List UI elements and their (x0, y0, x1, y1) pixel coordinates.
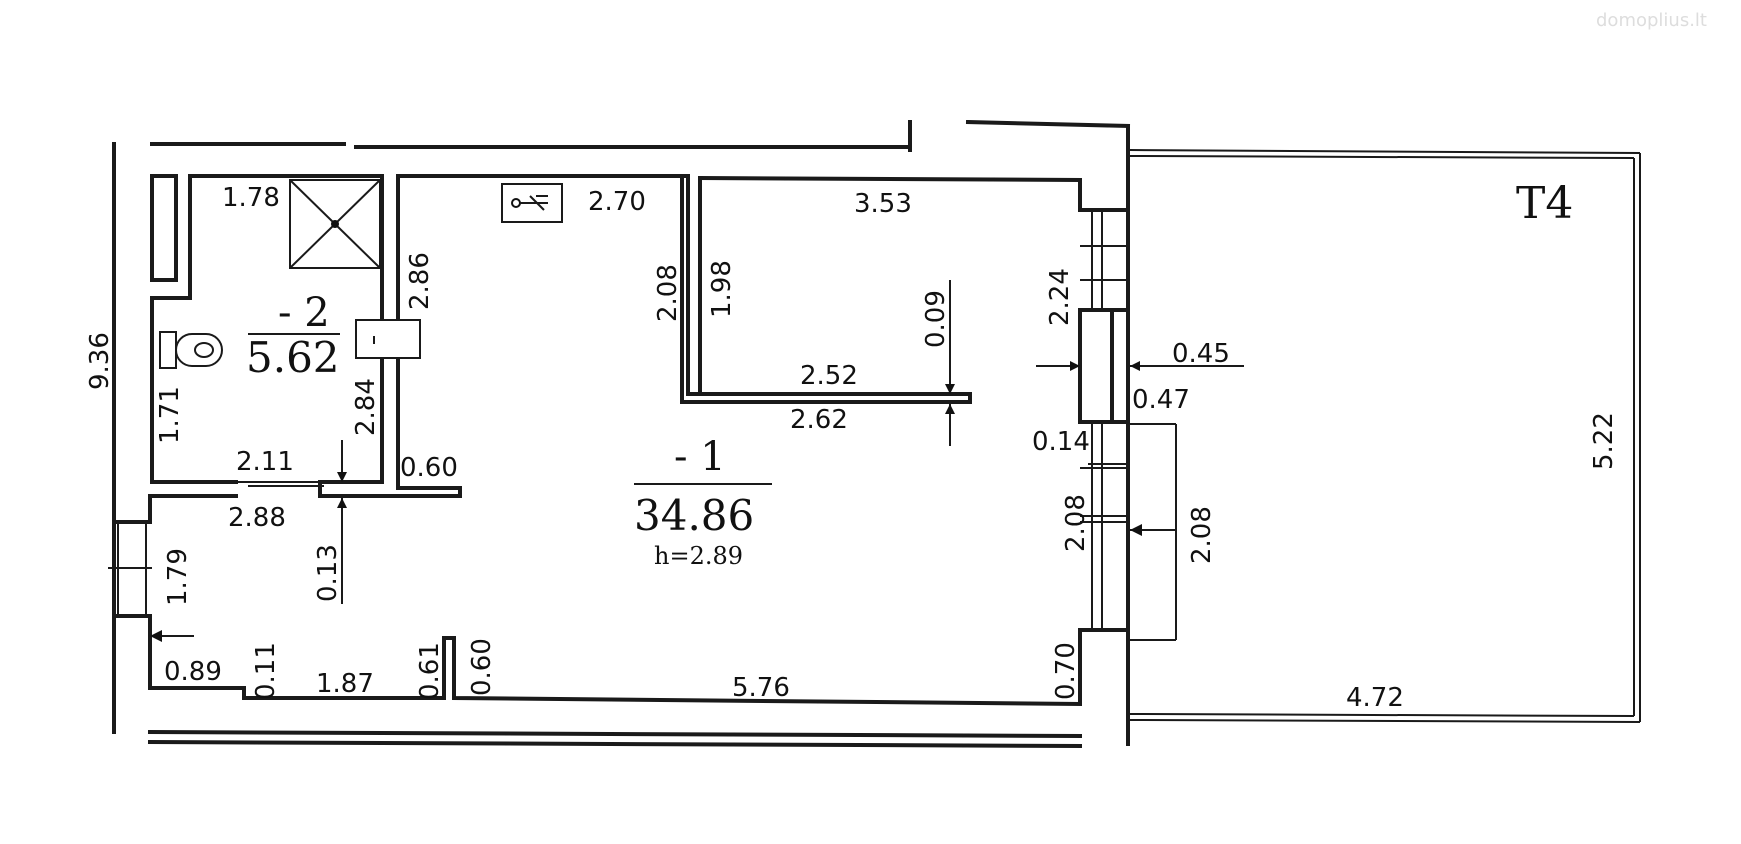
terrace-outline (1129, 149, 1641, 723)
dim-0-13: 0.13 (313, 544, 343, 602)
dim-5-22: 5.22 (1589, 412, 1619, 470)
shower-tray (289, 179, 381, 269)
room-1-number: - 1 (674, 434, 726, 480)
window-glazing (117, 212, 1128, 628)
watermark: domoplius.lt (1596, 10, 1707, 31)
outer-walls (112, 119, 1131, 749)
room-2-area: 5.62 (246, 333, 340, 382)
bathroom-walls (150, 174, 384, 484)
dim-0-60-bottom: 0.60 (467, 638, 497, 696)
room1-walls (112, 174, 1130, 707)
dim-0-45: 0.45 (1172, 339, 1230, 369)
dim-2-70: 2.70 (588, 187, 646, 217)
dimension-texts-vertical: 2.86 2.08 1.98 0.09 2.24 9.36 1.71 2.84 … (85, 252, 1619, 700)
dimension-texts-horizontal: 1.78 2.70 3.53 2.52 2.62 0.45 0.47 2.11 … (164, 183, 1404, 713)
dim-1-78: 1.78 (222, 183, 280, 213)
dim-2-52: 2.52 (800, 361, 858, 391)
dim-2-88: 2.88 (228, 503, 286, 533)
dim-0-47: 0.47 (1132, 385, 1190, 415)
dim-0-89: 0.89 (164, 657, 222, 687)
dim-3-53: 3.53 (854, 189, 912, 219)
dim-0-09: 0.09 (921, 290, 951, 348)
room-1-height: h=2.89 (654, 542, 743, 570)
dim-0-60-top: 0.60 (400, 453, 458, 483)
washbasin-icon (355, 319, 421, 359)
dim-1-87: 1.87 (316, 669, 374, 699)
dimension-lines (108, 280, 1244, 642)
dim-2-24: 2.24 (1045, 268, 1075, 326)
dim-0-70: 0.70 (1051, 642, 1081, 700)
room-1-label: - 1 34.86 h=2.89 (634, 434, 772, 570)
dim-2-84: 2.84 (351, 378, 381, 436)
dim-0-61: 0.61 (415, 642, 445, 700)
dim-2-11: 2.11 (236, 447, 294, 477)
dim-2-86: 2.86 (405, 252, 435, 310)
dim-2-62: 2.62 (790, 405, 848, 435)
room-2-label: - 2 5.62 (246, 290, 340, 382)
dim-0-14: 0.14 (1032, 427, 1090, 457)
dim-5-76: 5.76 (732, 673, 790, 703)
room-2-number: - 2 (278, 290, 330, 336)
terrace-label: T4 (1516, 178, 1573, 229)
dim-1-71: 1.71 (155, 386, 185, 444)
room-1-area: 34.86 (634, 491, 754, 540)
dim-9-36: 9.36 (85, 332, 115, 390)
dim-4-72: 4.72 (1346, 683, 1404, 713)
dim-1-98: 1.98 (707, 260, 737, 318)
dim-0-11: 0.11 (251, 642, 281, 700)
toilet-icon (159, 331, 223, 369)
dim-2-08-window: 2.08 (1061, 494, 1091, 552)
dim-2-08-outer: 2.08 (1187, 506, 1217, 564)
boiler-icon (501, 183, 563, 223)
dim-1-79: 1.79 (163, 548, 193, 606)
dim-2-08-inner: 2.08 (653, 264, 683, 322)
